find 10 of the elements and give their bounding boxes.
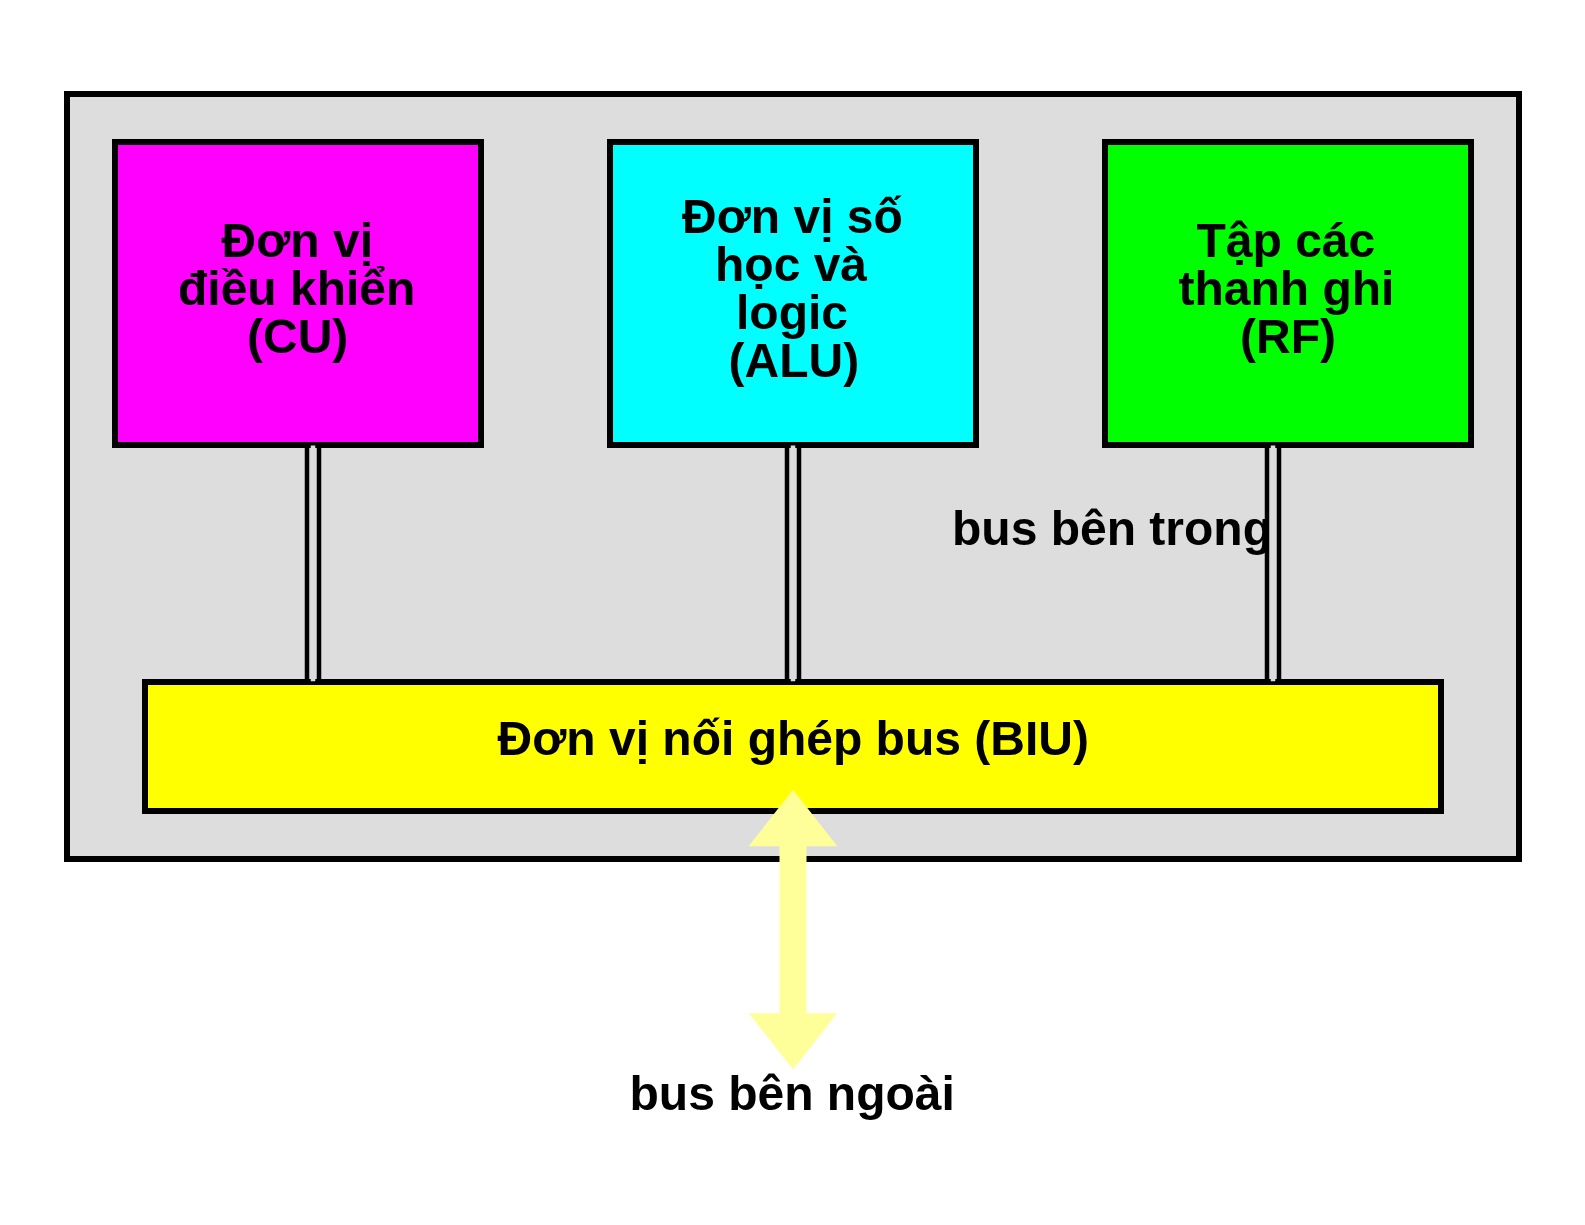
node-box: Đơn vị nối ghép bus (BIU) (141, 678, 1444, 814)
cluster (63, 90, 1522, 862)
arrow (748, 789, 837, 1069)
connector (1264, 445, 1281, 681)
node-box: Tập các thanh ghi (RF) (1101, 138, 1474, 448)
connector (304, 445, 321, 681)
node-box: Đơn vị số học và logic (ALU) (606, 138, 979, 448)
connector (784, 445, 801, 681)
node-box: Đơn vị điều khiển (CU) (111, 138, 484, 448)
node-text: bus bên ngoài (629, 1066, 955, 1120)
